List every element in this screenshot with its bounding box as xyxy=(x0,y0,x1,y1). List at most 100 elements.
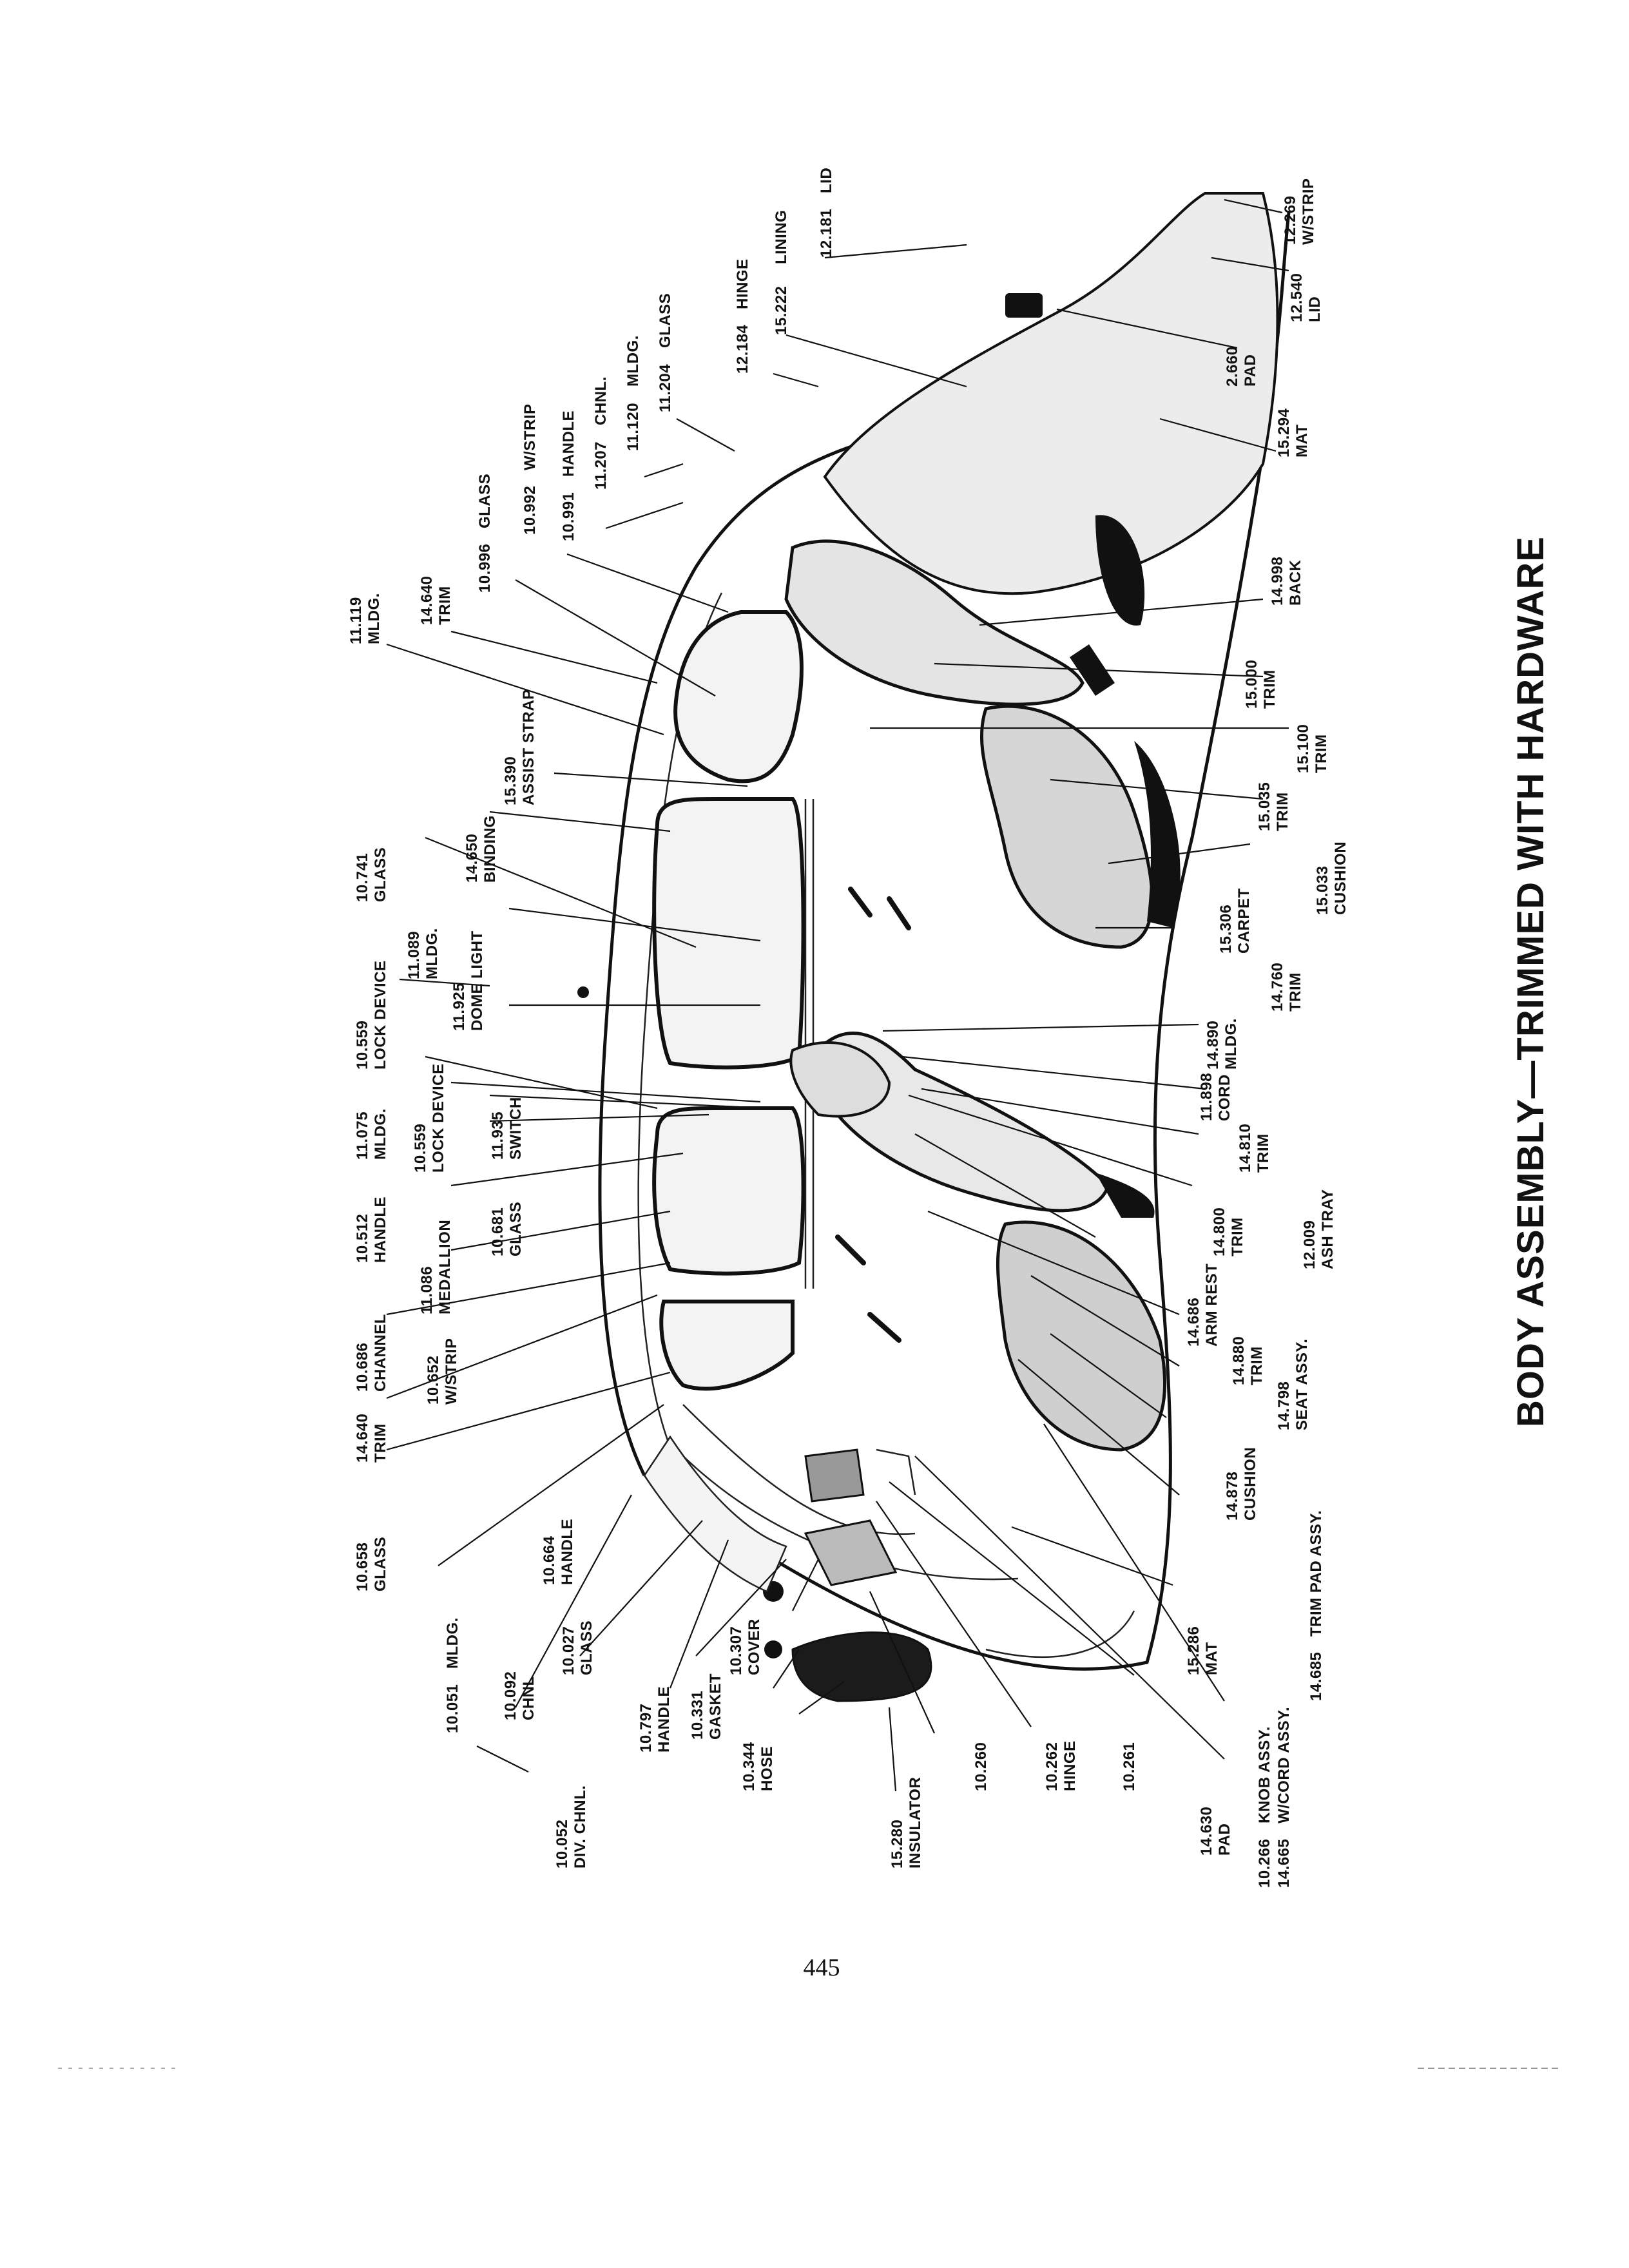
callout-name: CHNL. xyxy=(592,376,610,425)
callout-name: CORD xyxy=(1216,1074,1233,1121)
callout-number: 14.878 xyxy=(1224,1472,1241,1521)
front-door-glass xyxy=(652,1106,805,1276)
callout-number: 10.559 xyxy=(412,1124,429,1173)
callout-number: 11.120 xyxy=(624,403,642,451)
callout-number: 12.540 xyxy=(1288,273,1306,322)
callout-name: HINGE xyxy=(1061,1740,1079,1791)
callout-number: 15.222 xyxy=(773,286,790,335)
callout-number: 14.880 xyxy=(1230,1336,1248,1385)
callout-name: TRIM xyxy=(372,1423,389,1463)
callout-number: 10.992 xyxy=(521,486,539,535)
callout-name: TRIM xyxy=(1248,1346,1266,1385)
cowl-vent xyxy=(804,1448,865,1503)
callout-name: TRIM PAD ASSY. xyxy=(1307,1510,1325,1637)
callout-name: TRIM xyxy=(1255,1133,1272,1173)
callout-name: TRIM xyxy=(1274,792,1291,831)
callout-number: 11.935 xyxy=(489,1111,506,1160)
callout-number: 10.658 xyxy=(354,1542,371,1591)
callout-number: 10.262 xyxy=(1043,1742,1061,1791)
callout-number: 14.890 xyxy=(1204,1021,1222,1070)
rear-seat-back xyxy=(784,539,1084,706)
callout-number: 2.660 xyxy=(1224,346,1241,387)
callout-name: TRIM xyxy=(1313,734,1330,773)
callout-number: 11.204 xyxy=(657,364,674,412)
callout-name: GLASS xyxy=(372,847,389,902)
callout-number: 10.741 xyxy=(354,853,371,902)
callout-name: GLASS xyxy=(657,293,674,348)
callout-number: 10.797 xyxy=(637,1704,655,1753)
callout-name: KNOB ASSY. xyxy=(1256,1726,1273,1823)
rear-window-glass xyxy=(673,610,804,783)
callout-name: PAD xyxy=(1242,354,1259,387)
callout-name: HOSE xyxy=(758,1746,776,1791)
callout-number: 10.261 xyxy=(1121,1742,1138,1791)
callout-name: HANDLE xyxy=(560,410,577,477)
callout-number: 11.119 xyxy=(347,597,365,644)
page-number: 445 xyxy=(804,1954,840,1981)
callout-name: W/STRIP xyxy=(1300,178,1317,245)
callout-name: SEAT ASSY. xyxy=(1293,1339,1311,1430)
callout-number: 10.991 xyxy=(560,492,577,541)
callout-name: LOCK DEVICE xyxy=(430,1063,447,1173)
cowl-insulator xyxy=(791,1631,932,1702)
callout-name: MLDG. xyxy=(372,1108,389,1160)
callout-number: 15.294 xyxy=(1275,408,1293,457)
callout-number: 12.181 xyxy=(818,209,835,258)
callout-name: MLDG. xyxy=(365,593,383,644)
callout-number: 14.630 xyxy=(1198,1807,1215,1856)
callout-number: 14.650 xyxy=(463,834,481,883)
callout-number: 15.306 xyxy=(1217,905,1235,954)
callout-name: GLASS xyxy=(476,474,494,528)
callout-name: BINDING xyxy=(481,815,499,883)
callout-number: 10.686 xyxy=(354,1343,371,1392)
callout-number: 14.798 xyxy=(1275,1381,1293,1430)
callout-number: 11.086 xyxy=(418,1266,436,1314)
callout-number: 10.052 xyxy=(554,1820,571,1869)
callout-name: GASKET xyxy=(707,1673,724,1740)
callout-number: 12.184 xyxy=(734,324,751,374)
callout-name: GLASS xyxy=(507,1202,525,1256)
callout-number: 12.009 xyxy=(1301,1220,1318,1269)
callout-name: MAT xyxy=(1293,424,1311,457)
callout-name: HINGE xyxy=(734,258,751,309)
callout-name: MLDG. xyxy=(624,335,642,387)
callout-number: 14.760 xyxy=(1269,963,1286,1012)
front-armrest xyxy=(789,1041,891,1118)
callout-number: 10.027 xyxy=(560,1626,577,1675)
callout-number: 11.207 xyxy=(592,441,610,490)
callout-name: CUSHION xyxy=(1332,841,1349,915)
callout-name: PAD xyxy=(1216,1823,1233,1856)
rear-door-glass xyxy=(652,797,805,1070)
callout-name: TRIM xyxy=(1287,972,1304,1012)
callout-name: LID xyxy=(1306,296,1324,322)
callout-name: DIV. CHNL. xyxy=(572,1785,589,1869)
trunk-pad-block xyxy=(1005,293,1043,318)
callout-number: 10.681 xyxy=(489,1207,506,1256)
callout-number: 15.286 xyxy=(1185,1626,1202,1675)
dome-light xyxy=(577,986,589,998)
callout-name: GLASS xyxy=(578,1620,595,1675)
callout-name: GLASS xyxy=(372,1537,389,1591)
callout-name: LINING xyxy=(773,210,790,264)
callout-name: MEDALLION xyxy=(436,1220,454,1314)
callout-number: 10.266 xyxy=(1256,1839,1273,1888)
callout-number: 15.280 xyxy=(889,1820,906,1869)
callout-number: 15.000 xyxy=(1243,660,1260,709)
windshield xyxy=(643,1435,787,1593)
callout-number: 12.269 xyxy=(1282,196,1299,245)
callout-number: 14.640 xyxy=(418,576,436,625)
callout-name: TRIM xyxy=(436,586,454,625)
callout-number: 14.800 xyxy=(1211,1207,1228,1256)
callout-number: 15.035 xyxy=(1256,782,1273,831)
callout-name: BACK xyxy=(1287,560,1304,606)
callout-name: LID xyxy=(818,168,835,193)
callout-name: CUSHION xyxy=(1242,1447,1259,1521)
callout-number: 11.898 xyxy=(1198,1073,1215,1121)
window-glass-group xyxy=(577,610,911,1593)
callout-number: 10.559 xyxy=(354,1021,371,1070)
callout-name: HANDLE xyxy=(655,1686,673,1753)
callout-number: 15.390 xyxy=(502,756,519,805)
callout-number: 14.998 xyxy=(1269,557,1286,606)
callout-labels: 10.052 DIV. CHNL. 10.051 MLDG. 10.092 CH… xyxy=(347,168,1349,1888)
